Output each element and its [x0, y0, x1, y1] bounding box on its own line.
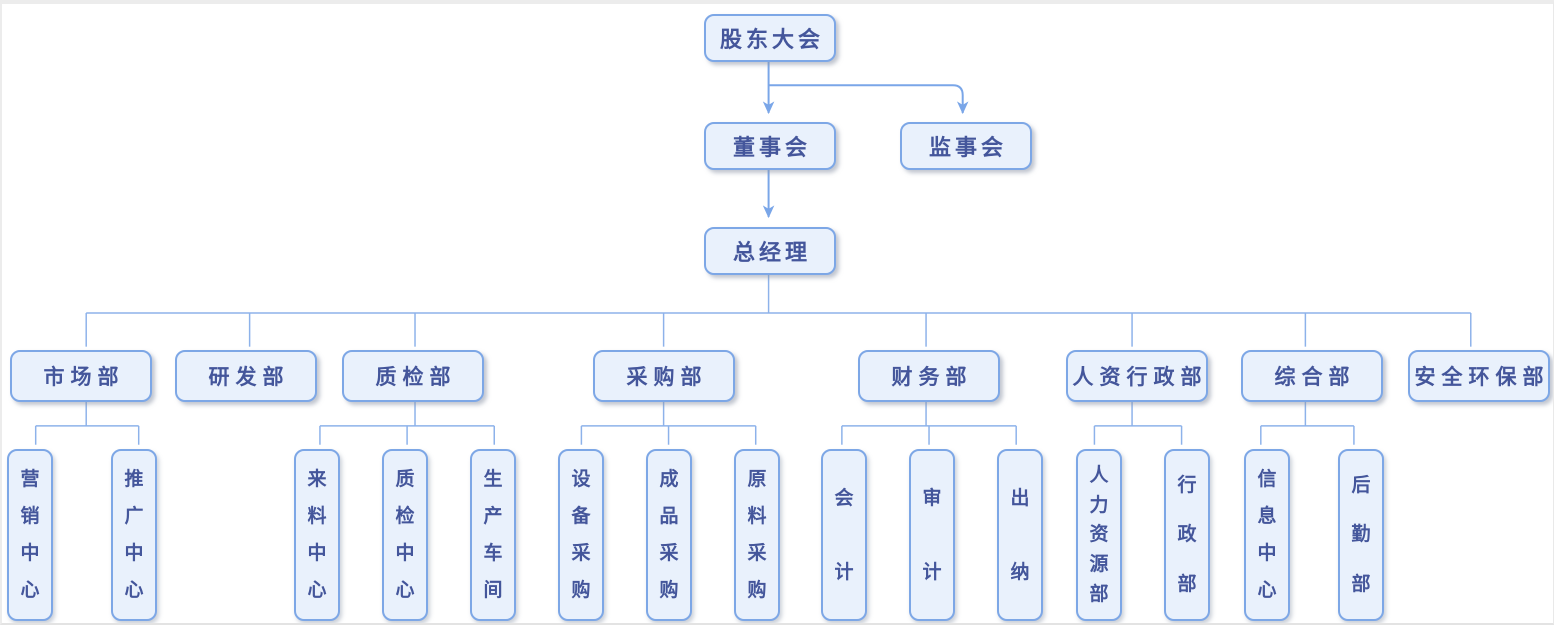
sub-department-label-char: 质	[395, 469, 415, 490]
sub-department-label-char: 来	[307, 469, 327, 490]
sub-department-label-char: 心	[395, 580, 415, 601]
sub-department-label-char: 购	[659, 580, 679, 601]
sub-department-label-char: 购	[571, 580, 591, 601]
sub-department-label-char: 中	[1257, 543, 1277, 564]
sub-department-node[interactable]: 来料中心	[294, 449, 340, 621]
sub-department-label-char: 料	[747, 506, 767, 527]
sub-department-label-char: 产	[483, 506, 503, 527]
sub-department-label-char: 采	[747, 543, 767, 564]
sub-department-label-char: 中	[124, 543, 144, 564]
sub-department-node[interactable]: 后勤部	[1338, 449, 1384, 621]
sub-department-label-char: 行	[1177, 475, 1197, 497]
sub-department-node[interactable]: 质检中心	[382, 449, 428, 621]
sub-department-label-char: 生	[483, 469, 503, 490]
sub-department-label-char: 息	[1257, 506, 1277, 527]
sub-department-label-char: 成	[659, 469, 679, 490]
sub-department-label-char: 力	[1089, 494, 1109, 516]
department-node[interactable]: 市场部	[10, 350, 152, 402]
sub-department-label-char: 中	[20, 543, 40, 564]
sub-department-label-char: 部	[1177, 573, 1197, 595]
board-of-directors-node[interactable]: 董事会	[704, 122, 836, 170]
department-node[interactable]: 财务部	[858, 350, 1000, 402]
sub-department-label-char: 计	[922, 561, 942, 583]
sub-department-label-char: 计	[834, 561, 854, 583]
sub-department-node[interactable]: 会计	[821, 449, 867, 621]
sub-department-node[interactable]: 原料采购	[734, 449, 780, 621]
sub-department-label-char: 设	[571, 469, 591, 490]
sub-department-label-char: 中	[395, 543, 415, 564]
sub-department-label-char: 心	[124, 580, 144, 601]
department-node[interactable]: 质检部	[342, 350, 484, 402]
sub-department-node[interactable]: 信息中心	[1244, 449, 1290, 621]
sub-department-label-char: 部	[1351, 573, 1371, 595]
sub-department-label-char: 资	[1089, 524, 1109, 546]
sub-department-label-char: 备	[571, 506, 591, 527]
sub-department-label-char: 后	[1351, 475, 1371, 497]
sub-department-node[interactable]: 设备采购	[558, 449, 604, 621]
sub-department-label-char: 广	[124, 506, 144, 527]
sub-department-node[interactable]: 审计	[909, 449, 955, 621]
sub-department-label-char: 购	[747, 580, 767, 601]
shareholders-meeting-node[interactable]: 股东大会	[704, 14, 836, 62]
sub-department-node[interactable]: 出纳	[997, 449, 1043, 621]
sub-department-label-char: 原	[747, 469, 767, 490]
sub-department-label-char: 推	[124, 469, 144, 490]
sub-department-label-char: 心	[307, 580, 327, 601]
connector-layer	[34, 61, 1472, 445]
sub-department-label-char: 勤	[1351, 524, 1371, 546]
sub-department-label-char: 政	[1177, 524, 1197, 546]
sub-department-label-char: 会	[834, 487, 854, 509]
department-node[interactable]: 采购部	[593, 350, 735, 402]
sub-department-label-char: 车	[483, 543, 503, 564]
department-node[interactable]: 综合部	[1241, 350, 1383, 402]
department-node[interactable]: 人资行政部	[1066, 350, 1208, 402]
sub-department-label-char: 营	[20, 469, 40, 490]
sub-department-label-char: 人	[1089, 465, 1109, 487]
sub-department-label-char: 纳	[1010, 561, 1030, 583]
sub-department-label-char: 采	[659, 543, 679, 564]
sub-department-node[interactable]: 成品采购	[646, 449, 692, 621]
department-node[interactable]: 安全环保部	[1408, 350, 1550, 402]
sub-department-label-char: 采	[571, 543, 591, 564]
sub-department-label-char: 中	[307, 543, 327, 564]
sub-department-node[interactable]: 营销中心	[7, 449, 53, 621]
sub-department-label-char: 销	[20, 506, 40, 527]
general-manager-node[interactable]: 总经理	[704, 227, 836, 275]
sub-department-label-char: 部	[1089, 583, 1109, 605]
sub-department-label-char: 品	[659, 506, 679, 527]
sub-department-label-char: 出	[1010, 487, 1030, 509]
sub-department-label-char: 料	[307, 506, 327, 527]
sub-department-label-char: 源	[1089, 554, 1109, 576]
sub-department-node[interactable]: 推广中心	[111, 449, 157, 621]
sub-department-label-char: 心	[1257, 580, 1277, 601]
department-node[interactable]: 研发部	[175, 350, 317, 402]
arrow-connector	[768, 84, 969, 115]
sub-department-node[interactable]: 行政部	[1164, 449, 1210, 621]
sub-department-label-char: 检	[395, 506, 415, 527]
sub-department-label-char: 心	[20, 580, 40, 601]
sub-department-label-char: 间	[483, 580, 503, 601]
sub-department-label-char: 信	[1257, 469, 1277, 490]
sub-department-node[interactable]: 人力资源部	[1076, 449, 1122, 621]
sub-department-node[interactable]: 生产车间	[470, 449, 516, 621]
sub-department-label-char: 审	[922, 487, 942, 509]
supervisory-board-node[interactable]: 监事会	[900, 122, 1032, 170]
